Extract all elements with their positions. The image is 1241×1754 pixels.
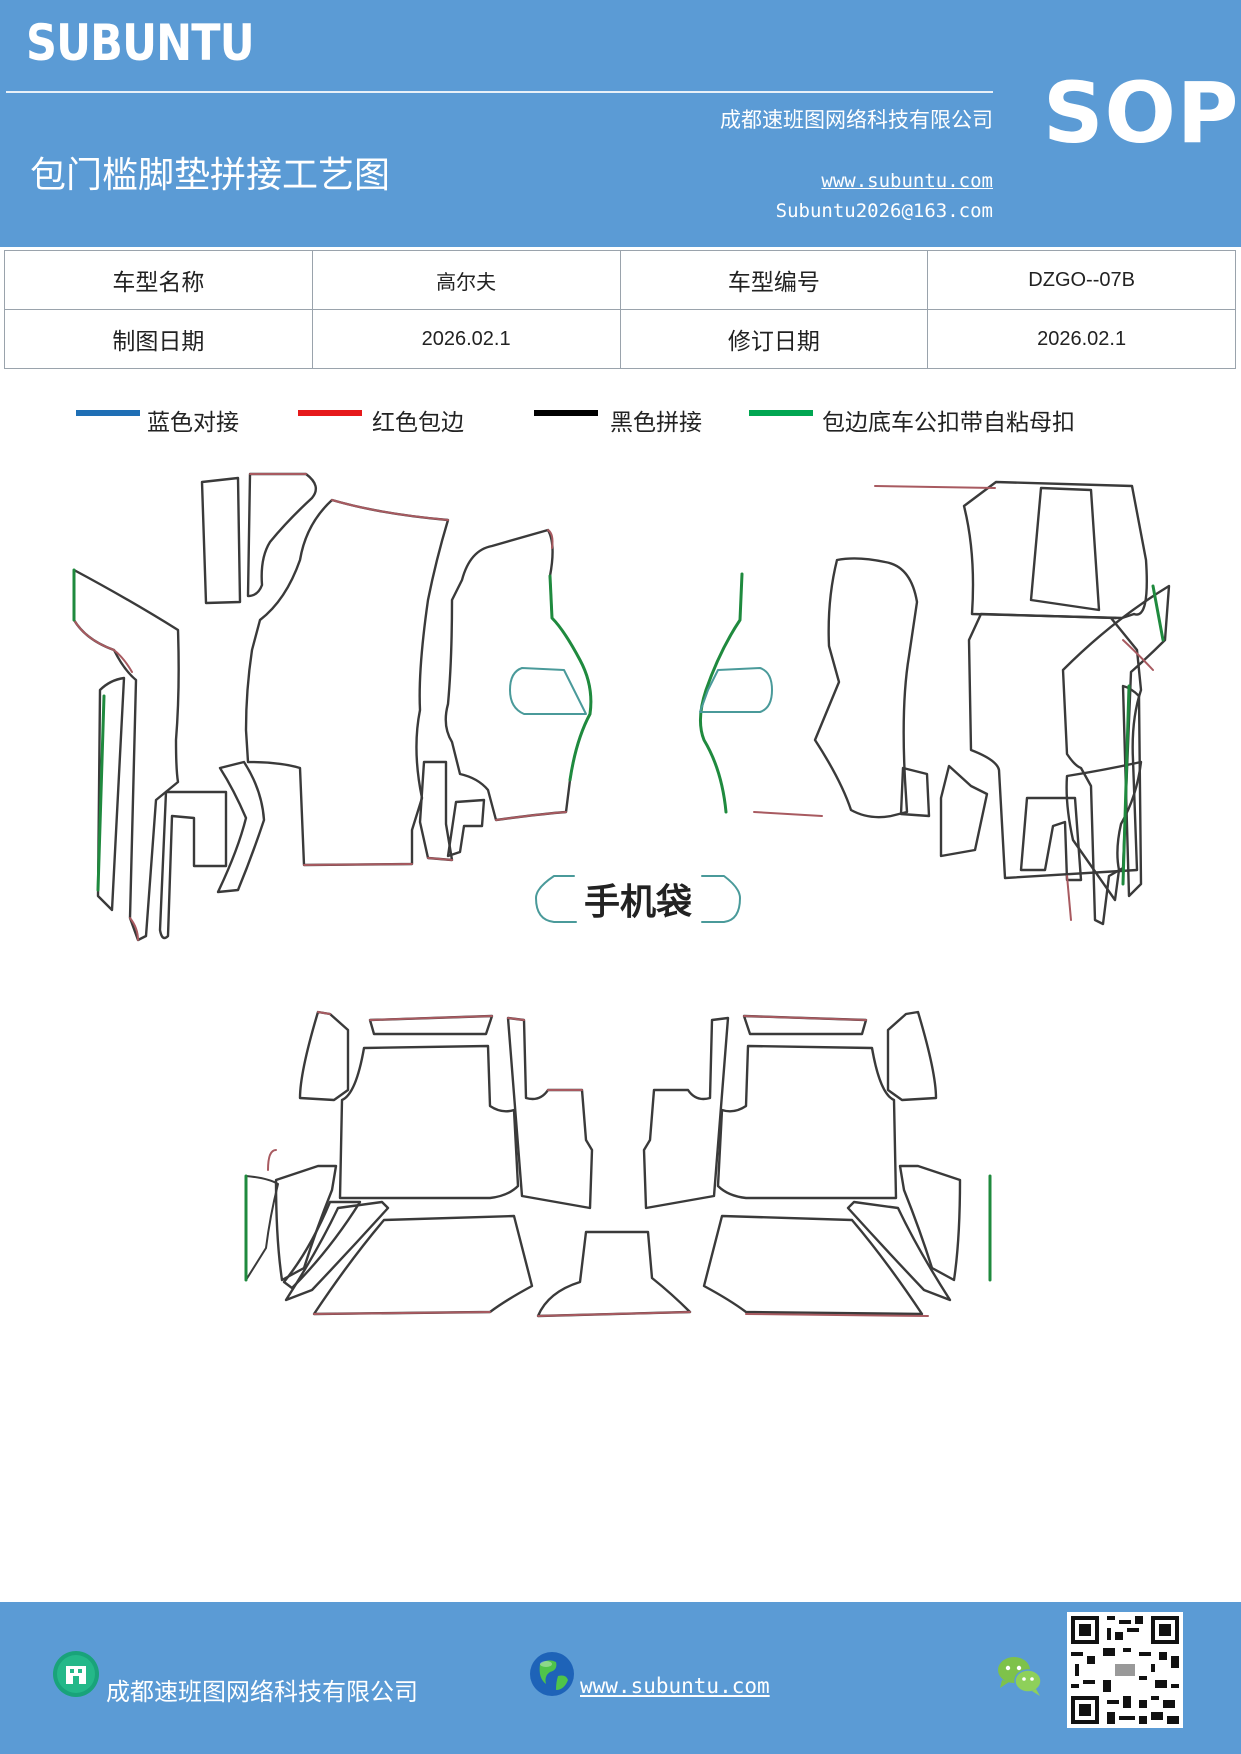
document-title: 包门槛脚垫拼接工艺图 bbox=[30, 155, 391, 196]
table-cell: 车型名称 bbox=[4, 250, 313, 310]
red-edge-lines bbox=[73, 473, 1154, 1317]
blue-butt-joints bbox=[509, 667, 773, 923]
table-cell: DZGO--07B bbox=[927, 250, 1236, 310]
brand-logo: SUBUNTU bbox=[26, 14, 255, 72]
company-name: 成都速班图网络科技有限公司 bbox=[720, 108, 993, 132]
website-link[interactable]: www.subuntu.com bbox=[821, 170, 993, 192]
legend-label: 蓝色对接 bbox=[147, 410, 239, 436]
phone-pocket-label: 手机袋 bbox=[584, 882, 692, 923]
legend-label: 红色包边 bbox=[372, 410, 464, 436]
legend-label: 包边底车公扣带自粘母扣 bbox=[822, 410, 1075, 436]
wechat-icon bbox=[998, 1657, 1042, 1696]
legend-swatch bbox=[749, 410, 813, 416]
table-cell: 制图日期 bbox=[4, 309, 313, 369]
company-building-icon bbox=[53, 1651, 99, 1697]
legend-swatch bbox=[298, 410, 362, 416]
color-legend: 蓝色对接 红色包边 黑色拼接 包边底车公扣带自粘母扣 bbox=[0, 400, 1241, 440]
header-divider bbox=[6, 91, 993, 93]
footer-company-name: 成都速班图网络科技有限公司 bbox=[106, 1678, 418, 1706]
legend-label: 黑色拼接 bbox=[610, 410, 702, 436]
footer-banner: 成都速班图网络科技有限公司 www.subuntu.com bbox=[0, 1602, 1241, 1754]
table-cell: 2026.02.1 bbox=[927, 309, 1236, 369]
table-cell: 2026.02.1 bbox=[311, 309, 621, 369]
header-banner: SUBUNTU 成都速班图网络科技有限公司 包门槛脚垫拼接工艺图 www.sub… bbox=[0, 0, 1241, 247]
footer-website-link[interactable]: www.subuntu.com bbox=[580, 1674, 770, 1698]
mat-splicing-diagram: 手机袋 bbox=[72, 472, 1171, 1318]
table-cell: 修订日期 bbox=[619, 309, 929, 369]
globe-icon bbox=[530, 1652, 574, 1696]
contact-email[interactable]: Subuntu2026@163.com bbox=[775, 200, 993, 222]
vehicle-info-table: 车型名称 高尔夫 车型编号 DZGO--07B 制图日期 2026.02.1 修… bbox=[4, 250, 1236, 369]
legend-swatch bbox=[534, 410, 598, 416]
sop-badge: SOP bbox=[1043, 64, 1240, 162]
table-row: 制图日期 2026.02.1 修订日期 2026.02.1 bbox=[4, 309, 1236, 369]
table-row: 车型名称 高尔夫 车型编号 DZGO--07B bbox=[4, 250, 1236, 310]
green-velcro-lines bbox=[72, 568, 1165, 1282]
qr-code-icon[interactable] bbox=[1067, 1612, 1183, 1728]
table-cell: 车型编号 bbox=[619, 250, 929, 310]
table-cell: 高尔夫 bbox=[311, 250, 621, 310]
legend-swatch bbox=[76, 410, 140, 416]
